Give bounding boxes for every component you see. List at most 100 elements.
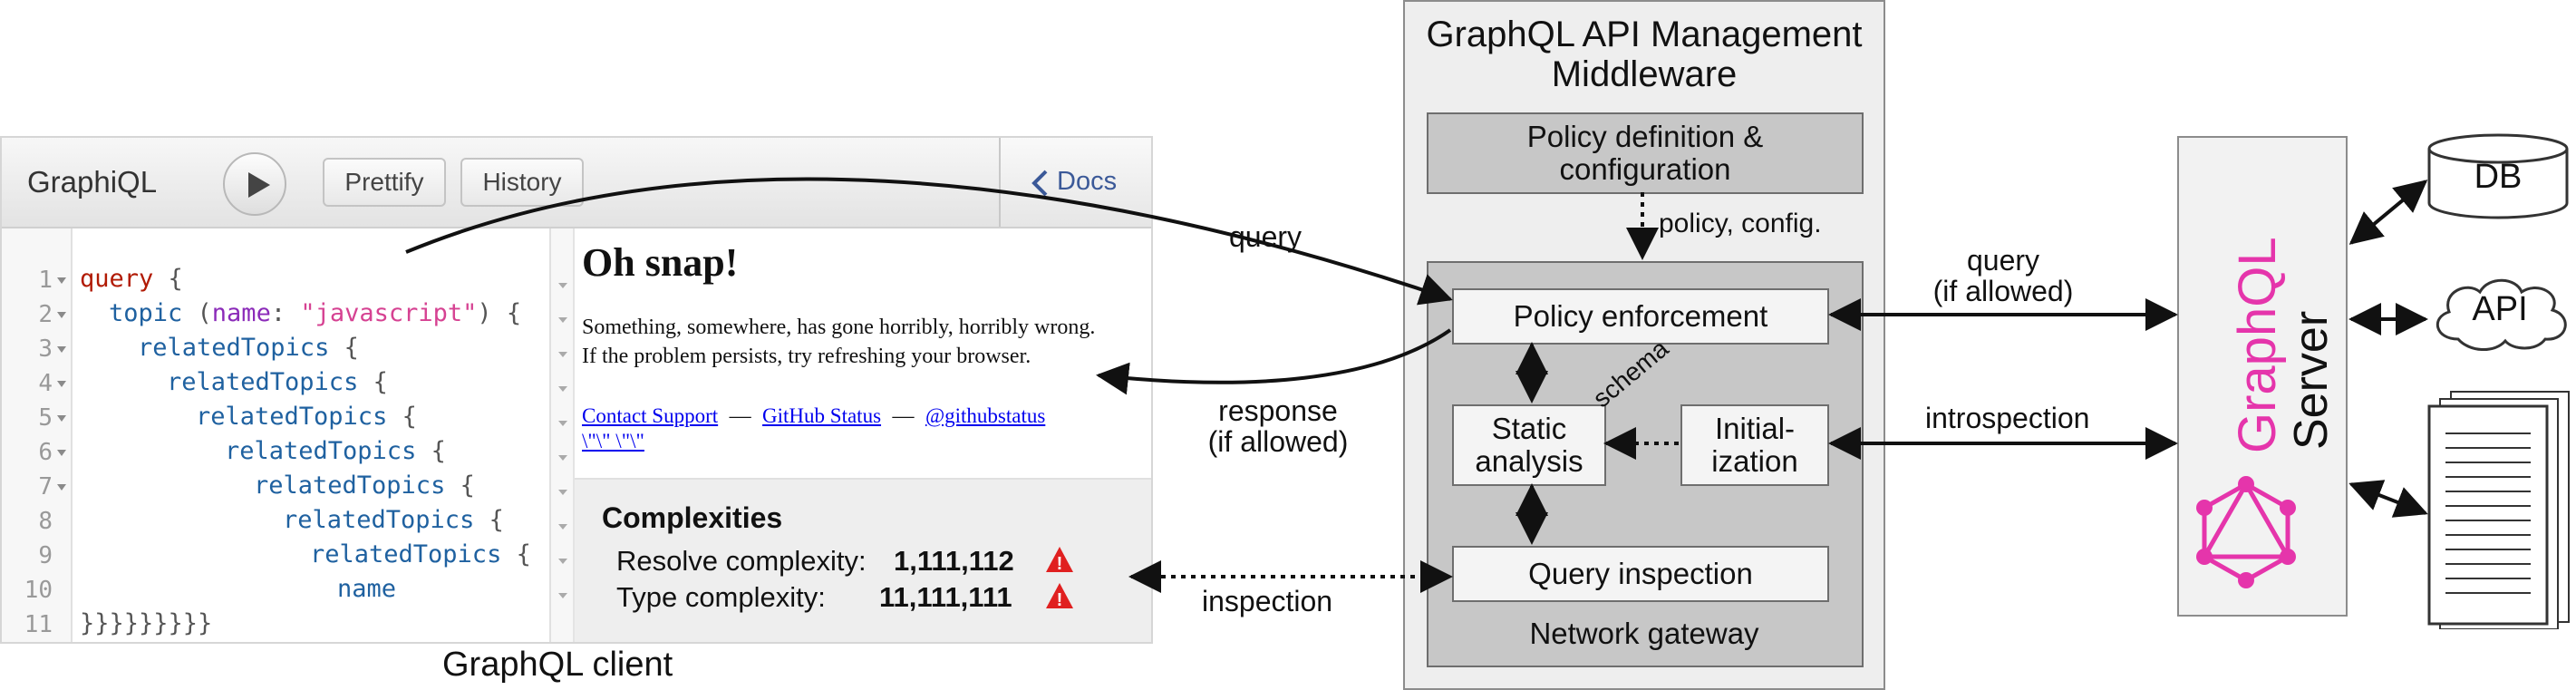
- escaped-link[interactable]: \"\" \"\": [582, 430, 644, 452]
- query-label: query: [1229, 220, 1303, 253]
- line-number: 10: [24, 577, 53, 604]
- brace: {: [387, 403, 417, 431]
- paren: ) {: [477, 299, 522, 327]
- code-line-9: relatedTopics {: [310, 540, 531, 569]
- response-label-line1: response: [1218, 394, 1338, 427]
- brace: {: [329, 334, 359, 362]
- line-number: 6: [38, 439, 53, 466]
- resolve-complexity-label: Resolve complexity:: [616, 545, 867, 577]
- client-caption: GraphQL client: [442, 646, 673, 684]
- colon: :: [270, 299, 301, 327]
- string-value: "javascript": [300, 299, 478, 327]
- inspection-label: inspection: [1202, 585, 1333, 617]
- brace: {: [153, 265, 183, 293]
- docs-label: Docs: [1057, 167, 1118, 196]
- link-separator: —: [729, 404, 751, 428]
- cloud-icon: [2436, 278, 2567, 352]
- policy-definition-line2: configuration: [1559, 152, 1731, 186]
- query-allowed-label-line2: (if allowed): [1932, 275, 2074, 307]
- play-icon: [248, 172, 270, 198]
- code-line-2: topic (name: "javascript") {: [109, 299, 521, 327]
- code-line-3: relatedTopics {: [138, 334, 359, 362]
- field-name: relatedTopics: [310, 540, 502, 569]
- server-db-arrow: [2348, 180, 2428, 245]
- warning-glyph: !: [1057, 590, 1063, 610]
- complexities-panel: Complexities Resolve complexity: 1,111,1…: [575, 478, 1151, 642]
- middleware-title-line2: Middleware: [1551, 54, 1738, 94]
- warning-glyph: !: [1057, 554, 1063, 574]
- policy-enforcement-box: Policy enforcement: [1452, 288, 1829, 345]
- middleware-container: GraphQL API Management Middleware Policy…: [1403, 0, 1885, 690]
- middleware-title-line1: GraphQL API Management: [1426, 15, 1863, 54]
- query-keyword: query: [80, 265, 154, 293]
- github-status-link[interactable]: GitHub Status: [762, 404, 882, 427]
- run-query-button[interactable]: [223, 152, 286, 216]
- introspection-label: introspection: [1925, 402, 2090, 434]
- code-line-11: }}}}}}}}}: [80, 609, 213, 637]
- query-editor[interactable]: 1 2 3 4 5 6 7 8 9 10 11 query { topic (n…: [2, 228, 549, 642]
- githubstatus-link[interactable]: @githubstatus: [925, 404, 1046, 427]
- query-allowed-label-line1: query: [1966, 244, 2040, 277]
- line-number: 2: [38, 301, 53, 328]
- policy-definition-box: Policy definition & configuration: [1427, 112, 1864, 194]
- query-arrow: [405, 177, 1453, 306]
- brace: {: [445, 471, 475, 500]
- line-number: 9: [38, 542, 53, 569]
- policy-config-label: policy, config.: [1659, 209, 1822, 238]
- server-files-arrow: [2348, 480, 2428, 518]
- line-number: 11: [24, 611, 53, 638]
- graphiql-toolbar: GraphiQL Prettify History Docs: [2, 138, 1151, 228]
- code-line-1: query {: [80, 265, 183, 293]
- fold-markers: [558, 283, 567, 598]
- static-analysis-box: Static analysis: [1452, 404, 1606, 486]
- policy-definition-line1: Policy definition &: [1526, 120, 1764, 153]
- type-complexity-value: 11,111,111: [879, 581, 1012, 613]
- field-name: relatedTopics: [167, 368, 359, 396]
- api-label: API: [2472, 290, 2528, 328]
- field-name: relatedTopics: [196, 403, 388, 431]
- graphiql-window: GraphiQL Prettify History Docs 1 2 3 4 5…: [0, 136, 1153, 644]
- line-number: 5: [38, 404, 53, 432]
- arg-name: name: [211, 299, 271, 327]
- line-number: 3: [38, 335, 53, 363]
- error-message-line1: Something, somewhere, has gone horribly,…: [582, 316, 1096, 339]
- line-number: 4: [38, 370, 53, 397]
- warning-icon: !: [1046, 583, 1073, 610]
- database-icon: [2427, 133, 2569, 219]
- result-pane: Oh snap! Something, somewhere, has gone …: [549, 228, 1151, 642]
- history-button[interactable]: History: [460, 158, 584, 207]
- graphql-logo-icon: [2196, 476, 2296, 588]
- fold-markers[interactable]: [54, 228, 71, 642]
- code-line-8: relatedTopics {: [283, 506, 504, 534]
- code-line-6: relatedTopics {: [225, 437, 446, 465]
- line-number-gutter: 1 2 3 4 5 6 7 8 9 10 11: [2, 228, 73, 642]
- static-analysis-line1: Static: [1491, 412, 1567, 445]
- code-line-10: name: [337, 575, 397, 603]
- complexities-title: Complexities: [602, 501, 783, 534]
- network-gateway-label: Network gateway: [1529, 617, 1759, 650]
- line-number: 1: [38, 267, 53, 294]
- warning-icon: !: [1046, 547, 1073, 574]
- link-separator: —: [892, 404, 915, 428]
- field-name: relatedTopics: [283, 506, 475, 534]
- document-stack-icon: [2427, 391, 2570, 629]
- error-message-line2: If the problem persists, try refreshing …: [582, 345, 1031, 368]
- brace: {: [501, 540, 531, 569]
- contact-support-link[interactable]: Contact Support: [582, 404, 719, 427]
- brace: {: [474, 506, 504, 534]
- code-line-5: relatedTopics {: [196, 403, 417, 431]
- type-complexity-label: Type complexity:: [616, 581, 826, 613]
- field-name: topic: [109, 299, 183, 327]
- paren: (: [182, 299, 212, 327]
- line-number: 7: [38, 473, 53, 500]
- graphiql-logo: GraphiQL: [27, 165, 158, 199]
- resolve-complexity-value: 1,111,112: [894, 545, 1014, 577]
- result-gutter: [551, 228, 575, 642]
- code-line-7: relatedTopics {: [254, 471, 475, 500]
- prettify-button[interactable]: Prettify: [323, 158, 446, 207]
- db-label: DB: [2474, 158, 2523, 196]
- line-number: 8: [38, 508, 53, 535]
- static-analysis-line2: analysis: [1475, 444, 1583, 478]
- field-name: relatedTopics: [138, 334, 330, 362]
- query-inspection-box: Query inspection: [1452, 546, 1829, 602]
